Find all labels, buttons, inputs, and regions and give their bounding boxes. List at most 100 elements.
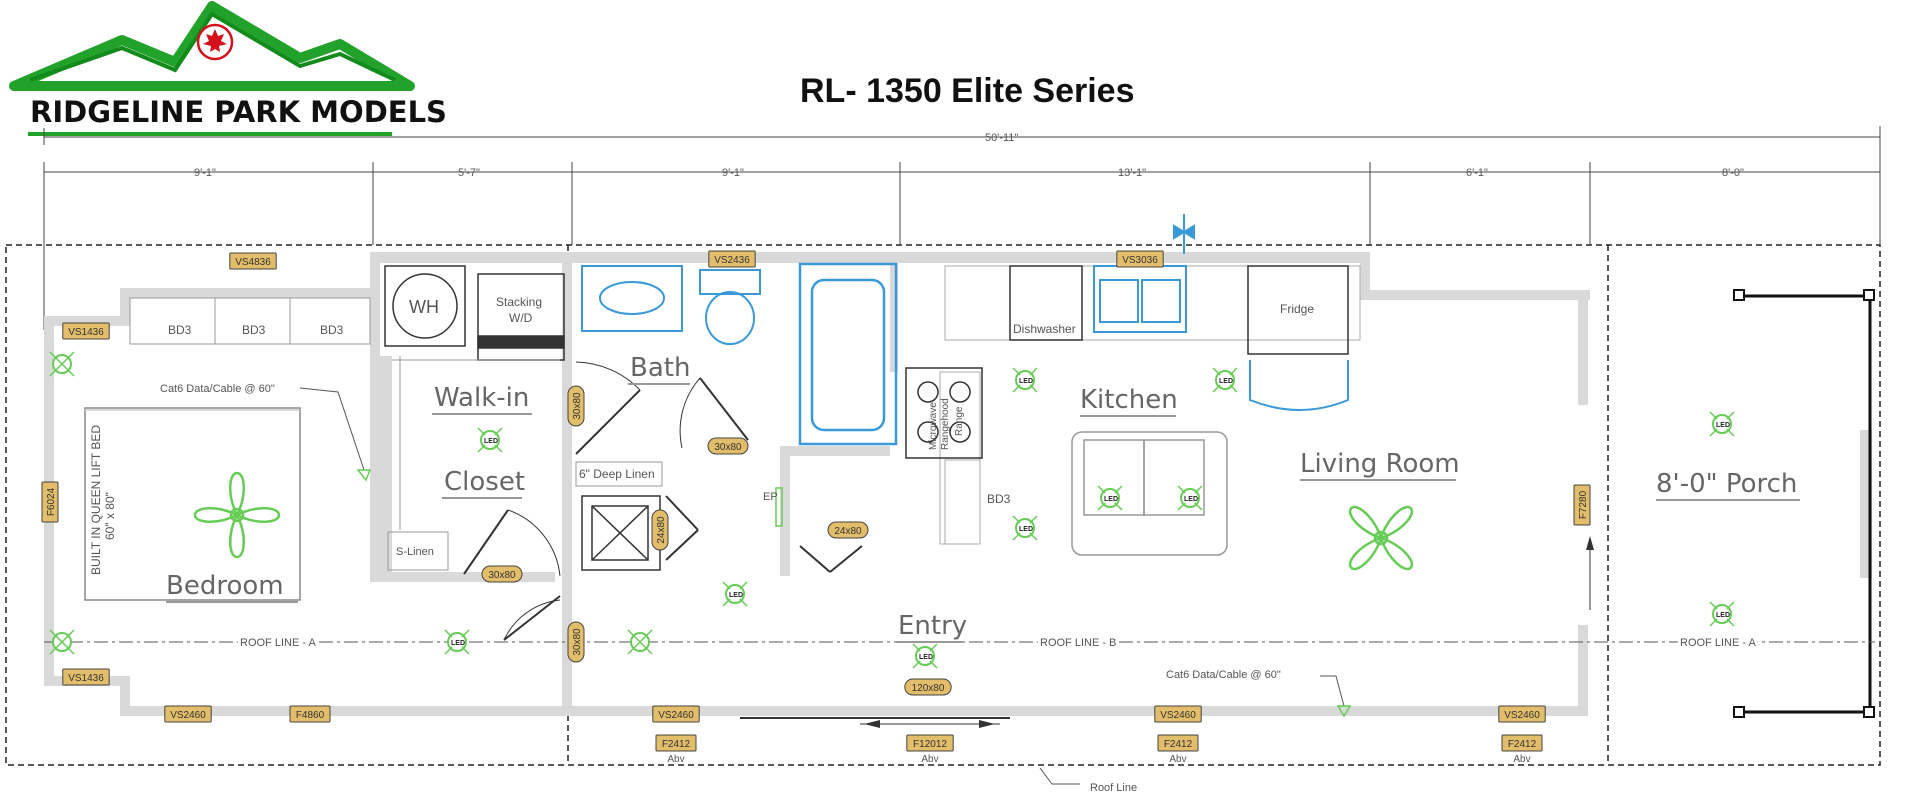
svg-text:24x80: 24x80	[656, 516, 667, 544]
dim-segment-2: 5'-7"	[458, 167, 480, 179]
wh-label: WH	[409, 297, 439, 317]
page-title: RL- 1350 Elite Series	[800, 72, 1135, 110]
range-label: Range	[954, 406, 965, 436]
svg-text:VS2436: VS2436	[714, 255, 750, 266]
window-tag: VS2460	[164, 705, 212, 723]
water-heater	[384, 265, 466, 347]
room-porch: 8'-0" Porch	[1656, 469, 1797, 499]
window-tag: F2412	[655, 734, 697, 752]
stacking-washer-dryer	[477, 273, 565, 361]
dimension-lines	[43, 126, 1881, 330]
led-label: LED	[1104, 496, 1118, 503]
window-tag: F4860	[289, 705, 331, 723]
led-label: LED	[1184, 496, 1198, 503]
svg-text:30x80: 30x80	[488, 570, 516, 581]
light-fixture-icon	[627, 629, 653, 655]
shower-stall	[581, 495, 661, 571]
dim-segment-4: 13'-1"	[1118, 167, 1146, 179]
roof-line-a-label-1: ROOF LINE - A	[240, 637, 316, 649]
s-linen-label: S-Linen	[396, 546, 434, 558]
abv-label: Abv	[1513, 754, 1530, 765]
svg-text:F2412: F2412	[1164, 739, 1193, 750]
led-light-icon: LED	[1212, 367, 1238, 393]
dim-segment-3: 9'-1"	[722, 167, 744, 179]
svg-text:VS4836: VS4836	[235, 257, 271, 268]
roof-line-label: Roof Line	[1090, 782, 1137, 794]
window-tag: F7280	[1573, 484, 1591, 526]
led-label: LED	[451, 640, 465, 647]
roof-line-a-label-2: ROOF LINE - A	[1680, 637, 1756, 649]
window-tag: VS2436	[708, 250, 756, 268]
room-walk-in: Walk-in	[434, 383, 529, 413]
svg-text:F2412: F2412	[1508, 739, 1537, 750]
led-label: LED	[1716, 422, 1730, 429]
bathtub	[798, 262, 898, 446]
svg-text:VS2460: VS2460	[1504, 710, 1540, 721]
window-tag: VS1436	[62, 322, 110, 340]
stacking-label: Stacking	[496, 295, 542, 309]
room-closet: Closet	[444, 467, 525, 497]
svg-text:30x80: 30x80	[572, 392, 583, 420]
deep-linen-label: 6" Deep Linen	[579, 467, 655, 481]
dishwasher	[1009, 265, 1083, 341]
room-entry: Entry	[898, 611, 967, 641]
svg-text:24x80: 24x80	[834, 526, 862, 537]
bedroom-fan-icon	[193, 471, 281, 559]
window-tag: F2412	[1157, 734, 1199, 752]
led-label: LED	[484, 438, 498, 445]
led-light-icon: LED	[1097, 485, 1123, 511]
window-tag: VS2460	[652, 705, 700, 723]
svg-text:30x80: 30x80	[714, 442, 742, 453]
room-kitchen: Kitchen	[1080, 385, 1178, 415]
led-light-icon: LED	[1012, 515, 1038, 541]
led-light-icon: LED	[1012, 367, 1038, 393]
porch-rail	[1740, 294, 1872, 714]
led-label: LED	[1019, 526, 1033, 533]
svg-text:VS2460: VS2460	[658, 710, 694, 721]
svg-text:F6024: F6024	[46, 487, 57, 516]
door-swings	[463, 361, 1591, 725]
led-light-icon: LED	[912, 643, 938, 669]
led-light-icon: LED	[444, 629, 470, 655]
led-light-icon: LED	[1709, 601, 1735, 627]
abv-label: Abv	[667, 754, 684, 765]
svg-text:VS2460: VS2460	[1160, 710, 1196, 721]
svg-text:F12012: F12012	[913, 739, 947, 750]
hose-bib-icon	[1173, 214, 1195, 254]
bd3-label-2: BD3	[242, 323, 266, 337]
bedroom-counter	[129, 297, 371, 345]
led-light-icon: LED	[477, 427, 503, 453]
svg-text:VS3036: VS3036	[1122, 255, 1158, 266]
bed-size-label: 60" x 80"	[103, 492, 117, 540]
window-tag: VS1436	[62, 668, 110, 686]
fridge	[1247, 265, 1349, 355]
door-tag: 24x80	[651, 509, 669, 551]
led-label: LED	[1219, 378, 1233, 385]
door-tag: 30x80	[481, 565, 523, 583]
led-label: LED	[919, 654, 933, 661]
brand-logo: RIDGELINE PARK MODELS	[9, 1, 447, 136]
cat6-note-living: Cat6 Data/Cable @ 60"	[1166, 669, 1281, 681]
door-tag: 30x80	[567, 385, 585, 427]
window-tag: VS2460	[1154, 705, 1202, 723]
range	[905, 367, 983, 459]
bed-label: BUILT IN QUEEN LIFT BED	[89, 425, 103, 575]
bd3-label-kitchen: BD3	[987, 492, 1011, 506]
rangehood-label: Rangehood	[940, 398, 951, 450]
walls	[44, 252, 1872, 716]
svg-text:VS1436: VS1436	[68, 327, 104, 338]
svg-text:VS2460: VS2460	[170, 710, 206, 721]
svg-text:F2412: F2412	[662, 739, 691, 750]
bd3-label-3: BD3	[320, 323, 344, 337]
microwave-label: Microwave	[928, 402, 939, 450]
light-fixture-icon	[49, 351, 75, 377]
room-bath: Bath	[630, 353, 690, 383]
led-label: LED	[729, 592, 743, 599]
toilet	[699, 269, 761, 345]
dim-segment-6: 8'-0"	[1722, 167, 1744, 179]
door-tag: 120x80	[904, 678, 952, 696]
led-label: LED	[1019, 378, 1033, 385]
window-tag: VS3036	[1116, 250, 1164, 268]
svg-text:120x80: 120x80	[912, 683, 945, 694]
